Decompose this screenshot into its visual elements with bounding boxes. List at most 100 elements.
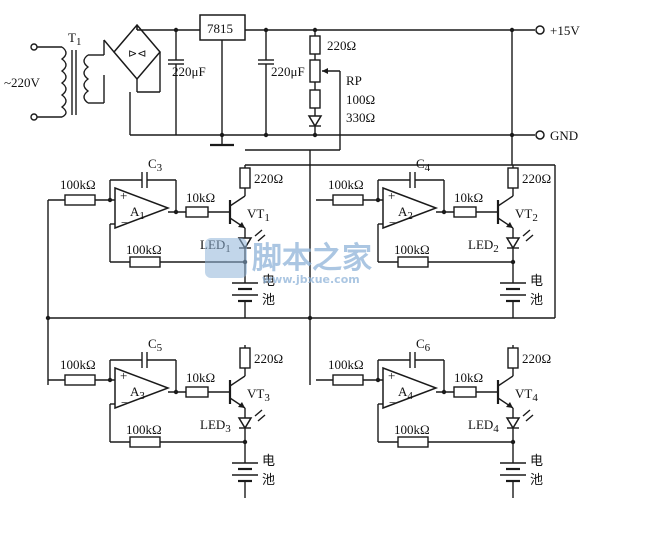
channel-4: 100kΩ + − A4 C6 10kΩ VT4 220Ω LED4 电 池 1… xyxy=(316,336,551,498)
bridge-rectifier: ⊳⊲ xyxy=(103,23,161,93)
svg-text:池: 池 xyxy=(262,473,275,488)
ac-terminal-top xyxy=(30,43,38,51)
led-icon xyxy=(505,417,521,430)
svg-text:−: − xyxy=(389,215,396,230)
svg-text:100kΩ: 100kΩ xyxy=(60,177,96,192)
svg-text:A1: A1 xyxy=(130,204,145,222)
svg-text:+: + xyxy=(388,188,395,203)
regulator-label: 7815 xyxy=(207,21,233,36)
led-icon xyxy=(505,237,521,250)
regulator-7815 xyxy=(199,14,246,41)
base-resistor xyxy=(185,386,209,398)
svg-text:10kΩ: 10kΩ xyxy=(186,370,215,385)
svg-text:VT4: VT4 xyxy=(515,386,538,404)
svg-text:−: − xyxy=(389,395,396,410)
ac-terminal-bottom xyxy=(30,113,38,121)
feedback-capacitor-label: C3 xyxy=(148,156,163,174)
vcc-terminal xyxy=(535,25,545,35)
svg-text:VT1: VT1 xyxy=(247,206,270,224)
input-resistor xyxy=(332,374,364,386)
svg-text:100kΩ: 100kΩ xyxy=(328,357,364,372)
svg-text:VT3: VT3 xyxy=(247,386,270,404)
cap-b-label: 220μF xyxy=(271,64,305,79)
resistor-330 xyxy=(309,89,321,109)
svg-text:100kΩ: 100kΩ xyxy=(126,422,162,437)
svg-text:100kΩ: 100kΩ xyxy=(60,357,96,372)
svg-text:100kΩ: 100kΩ xyxy=(328,177,364,192)
svg-text:电: 电 xyxy=(262,454,275,469)
svg-text:220Ω: 220Ω xyxy=(522,351,551,366)
channel-2: 100kΩ + − A2 C4 10kΩ VT2 220Ω LED2 电 池 1… xyxy=(316,156,551,318)
channel-3: 100kΩ + − A3 C5 10kΩ VT3 220Ω LED3 电 池 1… xyxy=(48,336,283,498)
svg-text:100kΩ: 100kΩ xyxy=(126,242,162,257)
svg-text:10kΩ: 10kΩ xyxy=(186,190,215,205)
vcc-label: +15V xyxy=(550,23,580,38)
op-amp xyxy=(114,186,171,230)
watermark-logo-icon xyxy=(205,238,247,278)
feedback-resistor xyxy=(129,256,161,268)
led-icon xyxy=(237,417,253,430)
svg-text:+: + xyxy=(120,368,127,383)
transformer xyxy=(60,46,90,118)
channel-1: 100kΩ + − A1 C3 10kΩ VT1 220Ω LED1 电 池 1… xyxy=(48,156,283,318)
svg-text:+: + xyxy=(388,368,395,383)
svg-text:A2: A2 xyxy=(398,204,413,222)
power-supply: ~220V T1 ⊳⊲ 7815 xyxy=(4,14,580,150)
collector-resistor xyxy=(507,347,519,369)
svg-text:10kΩ: 10kΩ xyxy=(454,370,483,385)
svg-text:100kΩ: 100kΩ xyxy=(394,242,430,257)
gnd-terminal xyxy=(535,130,545,140)
svg-text:330Ω: 330Ω xyxy=(346,110,375,125)
svg-text:池: 池 xyxy=(262,293,275,308)
transformer-label: T1 xyxy=(68,30,81,48)
base-resistor xyxy=(453,386,477,398)
svg-text:电: 电 xyxy=(530,454,543,469)
svg-text:⊳⊲: ⊳⊲ xyxy=(128,48,146,60)
svg-text:池: 池 xyxy=(530,293,543,308)
svg-text:220Ω: 220Ω xyxy=(254,351,283,366)
feedback-resistor xyxy=(129,436,161,448)
watermark: 脚本之家 www.jbxue.com xyxy=(205,238,372,286)
resistor-220-top xyxy=(309,35,321,55)
gnd-label: GND xyxy=(550,128,578,143)
svg-text:−: − xyxy=(121,215,128,230)
input-resistor xyxy=(332,194,364,206)
input-resistor xyxy=(64,374,96,386)
svg-text:220Ω: 220Ω xyxy=(254,171,283,186)
svg-text:100kΩ: 100kΩ xyxy=(394,422,430,437)
cap-a-label: 220μF xyxy=(172,64,206,79)
input-resistor xyxy=(64,194,96,206)
base-resistor xyxy=(185,206,209,218)
op-amp xyxy=(382,366,439,410)
collector-resistor xyxy=(239,167,251,189)
svg-text:VT2: VT2 xyxy=(515,206,538,224)
svg-text:RP: RP xyxy=(346,73,362,88)
svg-text:220Ω: 220Ω xyxy=(327,38,356,53)
collector-resistor xyxy=(507,167,519,189)
svg-text:电: 电 xyxy=(530,274,543,289)
led-label: LED4 xyxy=(468,417,499,435)
feedback-resistor xyxy=(397,256,429,268)
ac-input-label: ~220V xyxy=(4,75,41,90)
svg-text:脚本之家: 脚本之家 xyxy=(252,241,372,276)
svg-text:www.jbxue.com: www.jbxue.com xyxy=(262,273,360,286)
base-resistor xyxy=(453,206,477,218)
feedback-resistor xyxy=(397,436,429,448)
svg-text:+: + xyxy=(120,188,127,203)
svg-text:100Ω: 100Ω xyxy=(346,92,375,107)
svg-text:10kΩ: 10kΩ xyxy=(454,190,483,205)
collector-resistor xyxy=(239,347,251,369)
led-label: LED3 xyxy=(200,417,231,435)
feedback-capacitor-label: C4 xyxy=(416,156,431,174)
svg-text:A3: A3 xyxy=(130,384,145,402)
feedback-capacitor-label: C5 xyxy=(148,336,163,354)
svg-text:−: − xyxy=(121,395,128,410)
svg-text:电: 电 xyxy=(262,274,275,289)
feedback-capacitor-label: C6 xyxy=(416,336,431,354)
reference-diode-icon xyxy=(307,115,323,128)
op-amp xyxy=(382,186,439,230)
op-amp xyxy=(114,366,171,410)
svg-text:池: 池 xyxy=(530,473,543,488)
led-label: LED2 xyxy=(468,237,499,255)
